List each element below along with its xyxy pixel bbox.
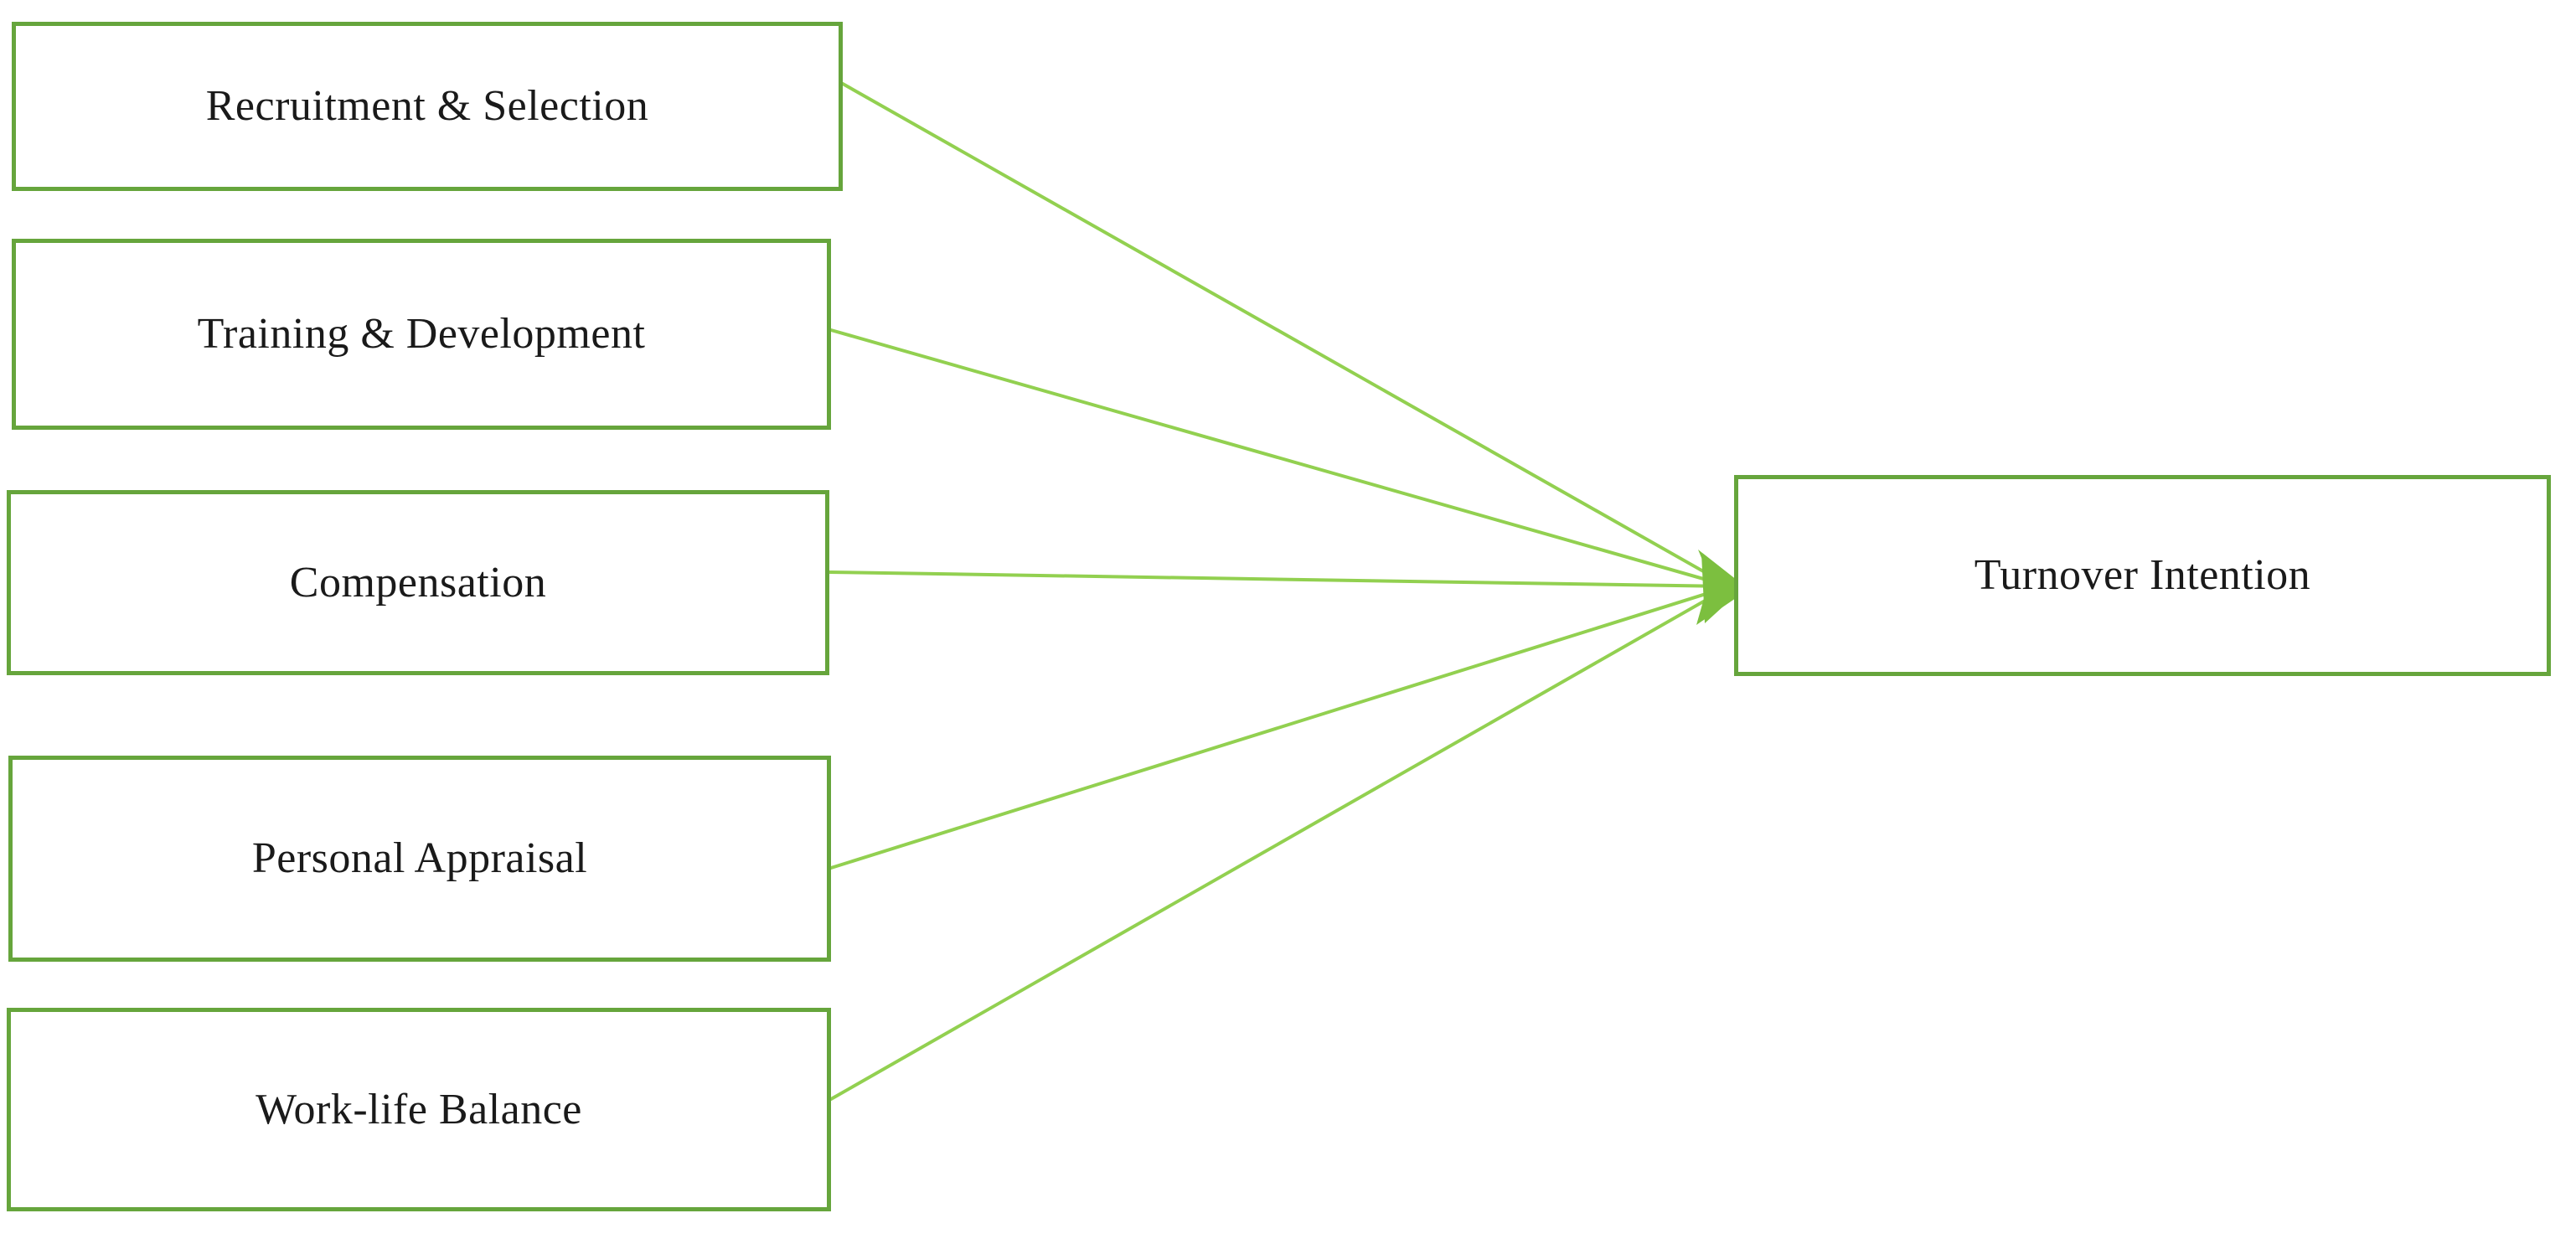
edge-line-training-development [829,328,1732,588]
node-box-work-life-balance[interactable]: Work-life Balance [7,1008,831,1211]
edge-line-work-life-balance [829,585,1732,1101]
node-label-training-development: Training & Development [197,310,646,359]
edge-lines [828,82,1732,1101]
node-label-work-life-balance: Work-life Balance [256,1085,582,1133]
edge-line-compensation [828,570,1732,588]
node-box-recruitment-selection[interactable]: Recruitment & Selection [12,22,843,191]
node-label-recruitment-selection: Recruitment & Selection [205,82,649,131]
edge-line-recruitment-selection [841,82,1732,588]
node-box-personal-appraisal[interactable]: Personal Appraisal [8,756,831,962]
node-box-training-development[interactable]: Training & Development [12,239,831,430]
node-box-turnover-intention[interactable]: Turnover Intention [1734,475,2551,676]
node-label-turnover-intention: Turnover Intention [1974,551,2311,600]
node-label-compensation: Compensation [289,558,547,607]
edge-line-personal-appraisal [829,585,1732,870]
node-label-personal-appraisal: Personal Appraisal [251,834,588,883]
node-box-compensation[interactable]: Compensation [7,490,829,675]
